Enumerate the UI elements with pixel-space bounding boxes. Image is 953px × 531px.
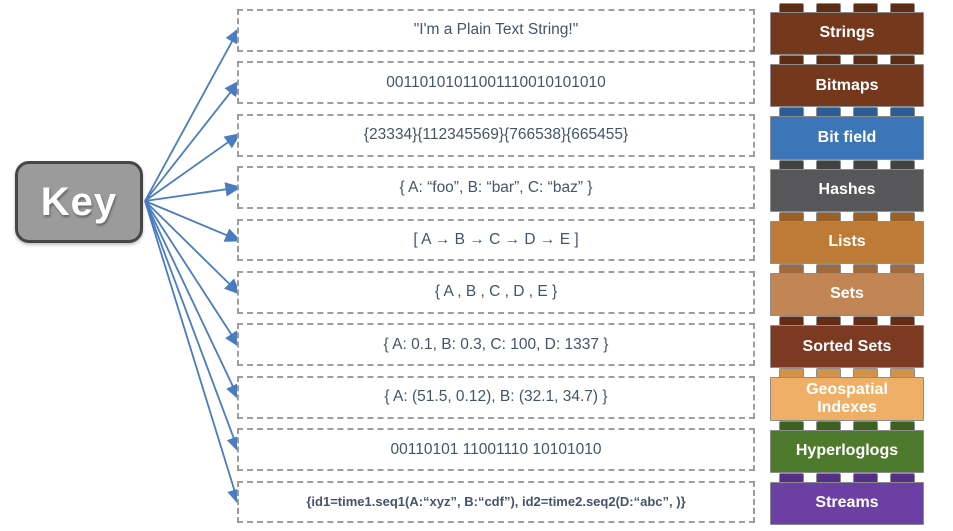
brick-stud-icon [816,159,841,169]
brick-studs [770,107,924,117]
brick-stud-icon [853,316,878,326]
brick-label: Streams [770,481,924,525]
brick-stud-icon [779,55,804,65]
brick-stud-icon [890,420,915,430]
value-box: 00110101011001110010101010 [237,61,755,105]
brick-hyperloglogs: Hyperloglogs [770,420,924,473]
key-to-value-arrow [144,79,241,202]
key-label: Key [40,179,118,224]
brick-bit-field: Bit field [770,107,924,160]
brick-stud-icon [890,263,915,273]
brick-stud-icon [853,472,878,482]
key-to-value-arrow [144,182,242,202]
brick-stud-icon [890,472,915,482]
brick-geospatial-indexes: Geospatial Indexes [770,368,924,421]
value-box: 00110101 11001110 10101010 [237,428,755,471]
brick-sets: Sets [770,263,924,317]
brick-stud-icon [779,420,804,430]
brick-label: Hashes [770,168,924,212]
brick-label: Bit field [770,116,924,160]
brick-label: Hyperloglogs [770,429,924,473]
key-to-value-arrow [144,200,241,453]
brick-stud-icon [853,263,878,273]
brick-label: Geospatial Indexes [770,377,924,421]
brick-stud-icon [779,3,804,12]
brick-stud-icon [816,316,841,326]
brick-studs [770,263,924,273]
brick-lists: Lists [770,211,924,264]
value-box: { A: “foo”, B: “bar”, C: “baz” } [237,166,755,209]
brick-stud-icon [779,211,804,221]
brick-sorted-sets: Sorted Sets [770,316,924,369]
brick-hashes: Hashes [770,159,924,212]
brick-label: Strings [770,12,924,56]
brick-stud-icon [853,3,878,12]
brick-stud-icon [779,159,804,169]
brick-stud-icon [816,472,841,482]
brick-bitmaps: Bitmaps [770,55,924,108]
brick-studs [770,55,924,65]
key-to-value-arrow [144,200,242,242]
brick-stud-icon [779,368,804,378]
brick-stud-icon [890,316,915,326]
value-box: { A , B , C , D , E } [237,270,755,314]
brick-stud-icon [816,107,841,117]
brick-stud-icon [890,159,915,169]
brick-label: Sets [770,272,924,317]
brick-stud-icon [853,368,878,378]
brick-label: Sorted Sets [770,325,924,369]
key-to-value-arrow [144,200,241,295]
values-column: "I'm a Plain Text String!" 00110101011001… [237,9,755,524]
brick-stud-icon [853,211,878,221]
brick-stud-icon [779,107,804,117]
brick-streams: Streams [770,472,924,525]
value-box: "I'm a Plain Text String!" [237,9,755,52]
brick-stud-icon [890,368,915,378]
brick-stud-icon [890,3,915,12]
brick-studs [770,159,924,169]
brick-stud-icon [890,55,915,65]
key-to-value-arrow [144,200,240,348]
brick-studs [770,368,924,378]
brick-stud-icon [853,55,878,65]
brick-stud-icon [890,211,915,221]
brick-studs [770,3,924,12]
brick-stud-icon [816,368,841,378]
value-box: { A: (51.5, 0.12), B: (32.1, 34.7) } [237,375,755,419]
brick-stud-icon [816,3,841,12]
brick-stud-icon [816,263,841,273]
brick-stud-icon [853,107,878,117]
value-box: {id1=time1.seq1(A:“xyz”, B:“cdf”), id2=t… [237,480,755,524]
key-to-value-arrow [144,200,242,506]
key-to-value-arrow [144,133,241,202]
brick-stud-icon [853,159,878,169]
value-box: [ A → B → C → D → E ] [237,218,755,262]
brick-label: Lists [770,220,924,264]
value-box: { A: 0.1, B: 0.3, C: 100, D: 1337 } [237,323,755,367]
key-to-value-arrow [144,200,240,401]
brick-stud-icon [816,55,841,65]
brick-stud-icon [816,420,841,430]
brick-studs [770,316,924,326]
key-to-value-arrow [144,27,240,202]
brick-strings: Strings [770,3,924,56]
brick-studs [770,472,924,482]
brick-stud-icon [853,420,878,430]
key-box: Key [15,161,143,243]
brick-label: Bitmaps [770,64,924,108]
brick-stud-icon [779,472,804,482]
brick-stud-icon [779,316,804,326]
brick-studs [770,211,924,221]
brick-stud-icon [779,263,804,273]
brick-studs [770,420,924,430]
brick-stud-icon [816,211,841,221]
brick-stud-icon [890,107,915,117]
value-box: {23334}{112345569}{766538}{665455} [237,113,755,157]
